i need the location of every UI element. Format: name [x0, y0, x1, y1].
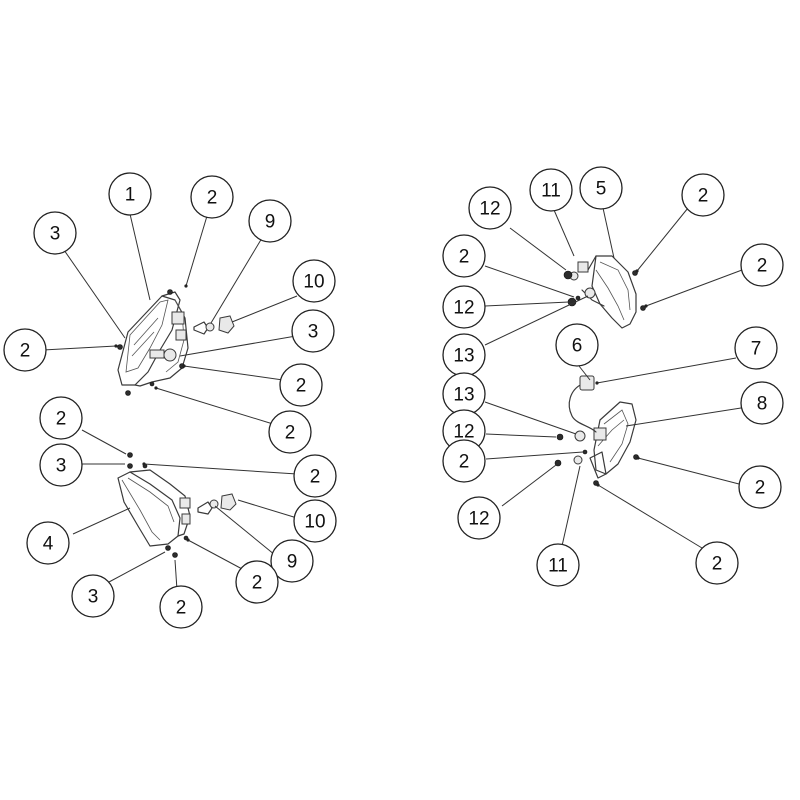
callout-label: 3	[88, 587, 99, 608]
callout-2: 2	[442, 234, 486, 278]
callout-13: 13	[442, 372, 486, 416]
callout-label: 2	[459, 247, 470, 268]
callout-2: 2	[442, 439, 486, 483]
callout-12: 12	[442, 409, 486, 453]
leader-lines	[42, 207, 743, 591]
callout-label: 10	[304, 512, 325, 533]
callout-13: 13	[442, 333, 486, 377]
callout-label: 10	[303, 272, 324, 293]
callout-2: 2	[293, 454, 337, 498]
callout-12: 12	[468, 186, 512, 230]
callout-label: 2	[757, 256, 768, 277]
callout-label: 2	[459, 452, 470, 473]
callout-label: 2	[296, 376, 307, 397]
callout-label: 3	[50, 224, 61, 245]
callout-label: 6	[572, 336, 583, 357]
headlight-assembly-upper-left	[117, 289, 235, 396]
callout-2: 2	[738, 465, 782, 509]
callout-2: 2	[235, 560, 279, 604]
callout-label: 2	[207, 188, 218, 209]
callout-label: 2	[755, 478, 766, 499]
callout-4: 4	[26, 521, 70, 565]
callout-9: 9	[248, 199, 292, 243]
callout-2: 2	[695, 541, 739, 585]
callout-label: 2	[20, 341, 31, 362]
callout-3: 3	[39, 443, 83, 487]
callout-label: 12	[453, 298, 474, 319]
callout-label: 2	[310, 467, 321, 488]
callout-label: 5	[596, 179, 607, 200]
callout-8: 8	[740, 381, 784, 425]
callout-3: 3	[33, 211, 77, 255]
callout-label: 2	[176, 598, 187, 619]
callout-2: 2	[159, 585, 203, 629]
callout-2: 2	[740, 243, 784, 287]
callout-label: 8	[757, 394, 768, 415]
callout-7: 7	[734, 326, 778, 370]
callout-2: 2	[3, 328, 47, 372]
callout-label: 1	[125, 185, 136, 206]
callout-label: 13	[453, 385, 474, 406]
callout-label: 2	[285, 423, 296, 444]
callout-label: 4	[43, 534, 54, 555]
callout-label: 11	[548, 556, 568, 577]
callout-2: 2	[39, 396, 83, 440]
callout-label: 9	[287, 552, 298, 573]
callout-label: 2	[252, 573, 263, 594]
headlight-assembly-lower-left	[117, 452, 237, 558]
callout-label: 13	[453, 346, 474, 367]
callout-3: 3	[71, 574, 115, 618]
callout-label: 2	[56, 409, 67, 430]
callout-5: 5	[579, 166, 623, 210]
callout-2: 2	[279, 363, 323, 407]
callout-label: 12	[479, 199, 500, 220]
callout-11: 11	[536, 543, 580, 587]
callout-9: 9	[270, 539, 314, 583]
turn-signal-assembly-lower-right	[554, 375, 639, 486]
callout-1: 1	[108, 172, 152, 216]
callout-2: 2	[681, 173, 725, 217]
leader-arrowheads	[114, 269, 648, 542]
callout-12: 12	[442, 285, 486, 329]
callout-label: 12	[468, 509, 489, 530]
callout-label: 12	[453, 422, 474, 443]
callout-2: 2	[268, 410, 312, 454]
callout-label: 7	[751, 339, 762, 360]
callout-2: 2	[190, 175, 234, 219]
callout-label: 3	[308, 322, 319, 343]
callout-label: 2	[712, 554, 723, 575]
callout-label: 9	[265, 212, 276, 233]
callout-11: 11	[529, 168, 573, 212]
callout-10: 10	[293, 499, 337, 543]
callout-6: 6	[555, 323, 599, 367]
callout-12: 12	[457, 496, 501, 540]
callout-label: 2	[698, 186, 709, 207]
callout-10: 10	[292, 259, 336, 303]
callout-label: 11	[541, 181, 561, 202]
callout-label: 3	[56, 456, 67, 477]
callout-3: 3	[291, 309, 335, 353]
turn-signal-assembly-upper-right	[569, 255, 646, 329]
